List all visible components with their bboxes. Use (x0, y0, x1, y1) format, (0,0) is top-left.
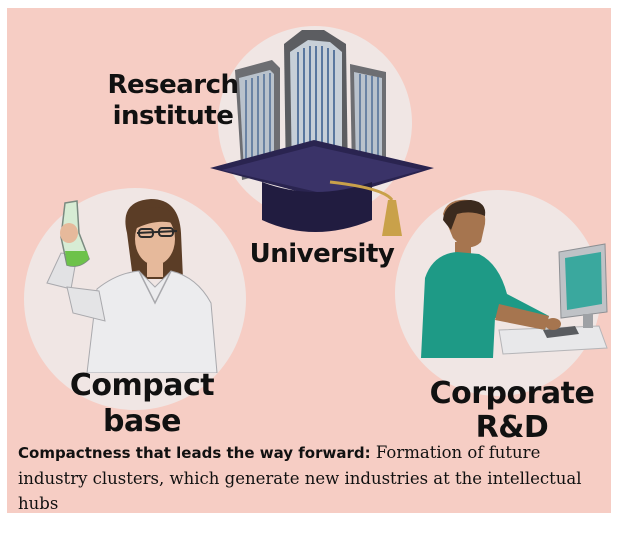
diagram-panel: Research institute University Compact ba… (7, 8, 611, 513)
research-label-line2: institute (112, 101, 234, 131)
diagram-caption: Compactness that leads the way forward: … (18, 440, 608, 516)
research-label-line1: Research (107, 70, 239, 100)
caption-text: Formation of future industry clusters, w… (18, 443, 582, 513)
corporate-label-line1: Corporate (429, 376, 595, 411)
researcher-computer-icon (421, 199, 608, 358)
compact-base-label: Compact base (57, 368, 227, 440)
scientist-flask-icon (46, 199, 218, 373)
compact-label-line2: base (103, 404, 181, 439)
compact-label-line1: Compact (69, 368, 215, 403)
research-institute-label: Research institute (98, 70, 248, 132)
corporate-label-line2: R&D (475, 410, 549, 445)
corporate-rd-label: Corporate R&D (427, 377, 597, 445)
university-label: University (249, 239, 395, 269)
caption-bold: Compactness that leads the way forward: (18, 444, 371, 462)
building-graduation-cap-icon (210, 30, 434, 236)
